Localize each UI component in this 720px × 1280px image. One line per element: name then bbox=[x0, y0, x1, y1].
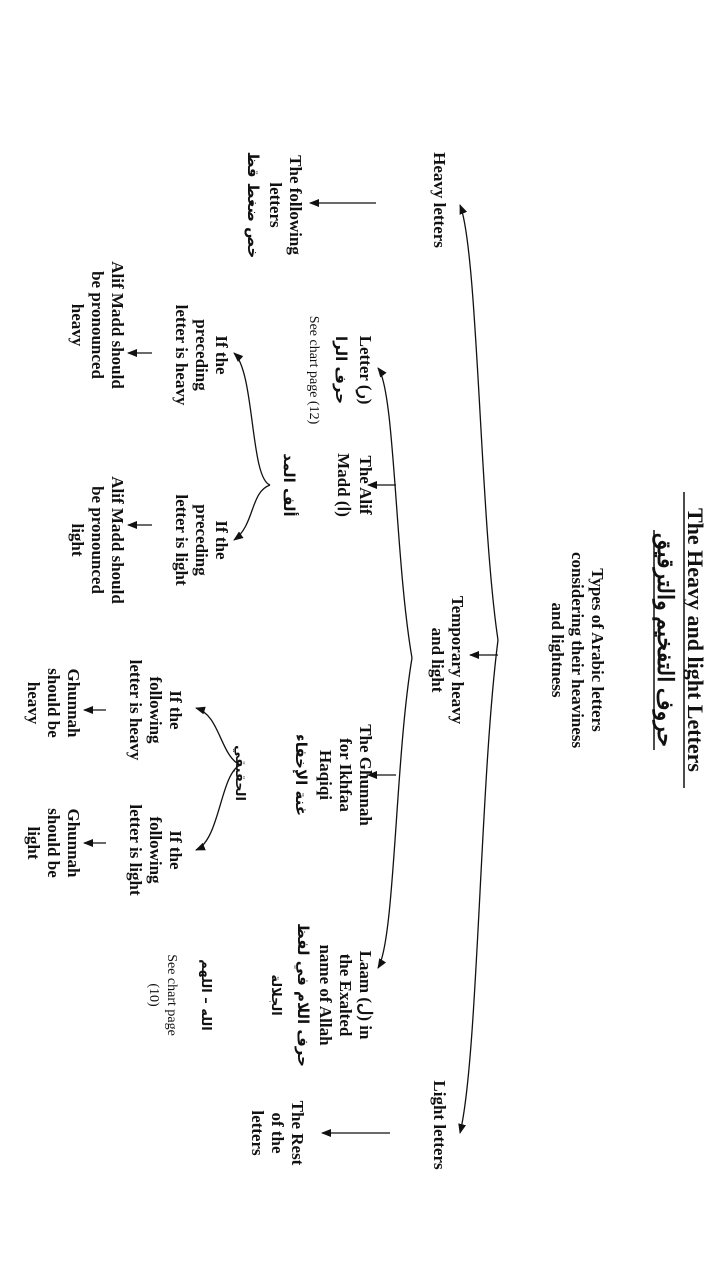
page-title: The Heavy and light Letters bbox=[683, 508, 708, 772]
heavy-letters-label: Heavy letters bbox=[430, 152, 449, 248]
alif-light-result-3: light bbox=[68, 523, 87, 556]
ghunnah-light-result: Ghunnah should be light bbox=[24, 808, 83, 878]
laam-arabic-3: الله – اللهم bbox=[198, 959, 213, 1031]
alif-brace-right bbox=[233, 484, 271, 541]
laam-arabic-2: الجلالة bbox=[268, 974, 283, 1015]
ghunnah-heavy-condition: If the following letter is heavy bbox=[126, 660, 185, 761]
laam-node: Laam (ل) in the Exalted name of Allah حر… bbox=[146, 923, 375, 1067]
ghunnah-label-3: Haqiqi bbox=[316, 750, 335, 800]
raa-note: See chart page (12) bbox=[306, 316, 321, 425]
root-line-1: Types of Arabic letters bbox=[588, 568, 607, 732]
root-node: Types of Arabic letters considering thei… bbox=[548, 552, 607, 749]
laam-arabic-1: حرف اللام في لفظ bbox=[294, 923, 312, 1067]
light-letters-desc: The Rest of the letters bbox=[248, 1101, 307, 1166]
connectors bbox=[83, 199, 499, 1137]
ghunnah-heavy-result-3: heavy bbox=[24, 682, 43, 725]
laam-label-1: Laam (ل) in bbox=[356, 951, 375, 1040]
heavy-letters-node: Heavy letters bbox=[430, 152, 449, 248]
ghunnah-light-condition: If the following letter is light bbox=[126, 804, 185, 896]
title-group: The Heavy and light Letters حروف التفخيم… bbox=[652, 492, 708, 788]
temporary-node: Temporary heavy and light bbox=[428, 596, 467, 725]
ghunnah-light-result-1: Ghunnah bbox=[64, 809, 83, 879]
alif-heavy-result-3: heavy bbox=[68, 304, 87, 347]
light-desc-line-1: The Rest bbox=[288, 1101, 307, 1166]
alif-light-condition: If the preceding letter is light bbox=[172, 494, 231, 586]
alif-heavy-cond-1: If the bbox=[212, 335, 231, 375]
temporary-branch-arc bbox=[377, 367, 413, 659]
light-letters-node: Light letters bbox=[430, 1080, 449, 1170]
laam-label-3: name of Allah bbox=[316, 944, 335, 1046]
heavy-letters-desc: The following letters خص ضغط قظ bbox=[244, 152, 305, 259]
alif-arabic: ألف المد bbox=[280, 453, 299, 516]
ghunnah-light-cond-2: following bbox=[146, 816, 165, 884]
main-branch-arc-right bbox=[458, 639, 499, 1134]
ghunnah-heavy-cond-3: letter is heavy bbox=[126, 660, 145, 761]
raa-node: Letter (ر) حرف الرا See chart page (12) bbox=[306, 316, 375, 425]
ghunnah-light-cond-3: letter is light bbox=[126, 804, 145, 896]
root-line-3: and lightness bbox=[548, 603, 567, 698]
ghunnah-label-1: The Ghunnah bbox=[356, 724, 375, 826]
ghunnah-heavy-result-2: should be bbox=[44, 668, 63, 738]
alif-light-result: Alif Madd should be pronounced light bbox=[68, 476, 127, 604]
alif-brace-left bbox=[233, 352, 271, 486]
ghunnah-light-cond-1: If the bbox=[166, 830, 185, 870]
ghunnah-brace-right bbox=[195, 764, 241, 851]
laam-label-2: the Exalted bbox=[336, 954, 355, 1037]
ghunnah-heavy-result-1: Ghunnah bbox=[64, 669, 83, 739]
main-branch-arc bbox=[459, 204, 499, 641]
light-desc-line-3: letters bbox=[248, 1110, 267, 1156]
alif-node: The Alif Madd (ا) ألف المد bbox=[280, 453, 375, 517]
alif-heavy-cond-3: letter is heavy bbox=[172, 305, 191, 406]
light-letters-label: Light letters bbox=[430, 1080, 449, 1170]
light-desc-line-2: of the bbox=[268, 1112, 287, 1154]
alif-label-line-2: Madd (ا) bbox=[334, 453, 353, 517]
laam-note-2: (10) bbox=[146, 983, 161, 1007]
heavy-desc-line-2: letters bbox=[266, 182, 285, 228]
ghunnah-arabic: غنة الإخفاء bbox=[292, 734, 310, 816]
heavy-desc-arabic: خص ضغط قظ bbox=[244, 152, 262, 259]
ghunnah-arabic-small: الحقيقي bbox=[232, 745, 247, 801]
raa-label: Letter (ر) bbox=[355, 336, 375, 405]
raa-arabic: حرف الرا bbox=[332, 336, 350, 404]
ghunnah-heavy-cond-2: following bbox=[146, 676, 165, 744]
alif-light-cond-3: letter is light bbox=[172, 494, 191, 586]
alif-light-result-1: Alif Madd should bbox=[108, 476, 127, 604]
ghunnah-node: The Ghunnah for Ikhfaa Haqiqi غنة الإخفا… bbox=[292, 724, 375, 826]
alif-heavy-result-1: Alif Madd should bbox=[108, 261, 127, 389]
alif-light-cond-1: If the bbox=[212, 520, 231, 560]
root-line-2: considering their heaviness bbox=[568, 552, 587, 749]
alif-heavy-cond-2: preceding bbox=[192, 319, 211, 391]
laam-note-1: See chart page bbox=[164, 954, 179, 1036]
ghunnah-label-2: for Ikhfaa bbox=[336, 738, 355, 812]
temporary-line-1: Temporary heavy bbox=[448, 596, 467, 725]
alif-light-cond-2: preceding bbox=[192, 504, 211, 576]
ghunnah-heavy-result: Ghunnah should be heavy bbox=[24, 668, 83, 738]
alif-heavy-condition: If the preceding letter is heavy bbox=[172, 305, 231, 406]
temporary-branch-arc-right bbox=[377, 657, 413, 969]
ghunnah-light-result-2: should be bbox=[44, 808, 63, 878]
page-title-ar: حروف التفخيم والترقيق bbox=[652, 533, 678, 747]
ghunnah-heavy-cond-1: If the bbox=[166, 690, 185, 730]
alif-heavy-result: Alif Madd should be pronounced heavy bbox=[68, 261, 127, 389]
ghunnah-light-result-3: light bbox=[24, 826, 43, 859]
ghunnah-ar-small-group: الحقيقي bbox=[232, 745, 247, 801]
heavy-desc-line-1: The following bbox=[286, 155, 305, 255]
temporary-line-2: and light bbox=[428, 628, 447, 693]
ghunnah-brace-left bbox=[195, 706, 241, 766]
alif-heavy-result-2: be pronounced bbox=[88, 271, 107, 379]
alif-label-line-1: The Alif bbox=[356, 455, 375, 514]
alif-light-result-2: be pronounced bbox=[88, 486, 107, 594]
